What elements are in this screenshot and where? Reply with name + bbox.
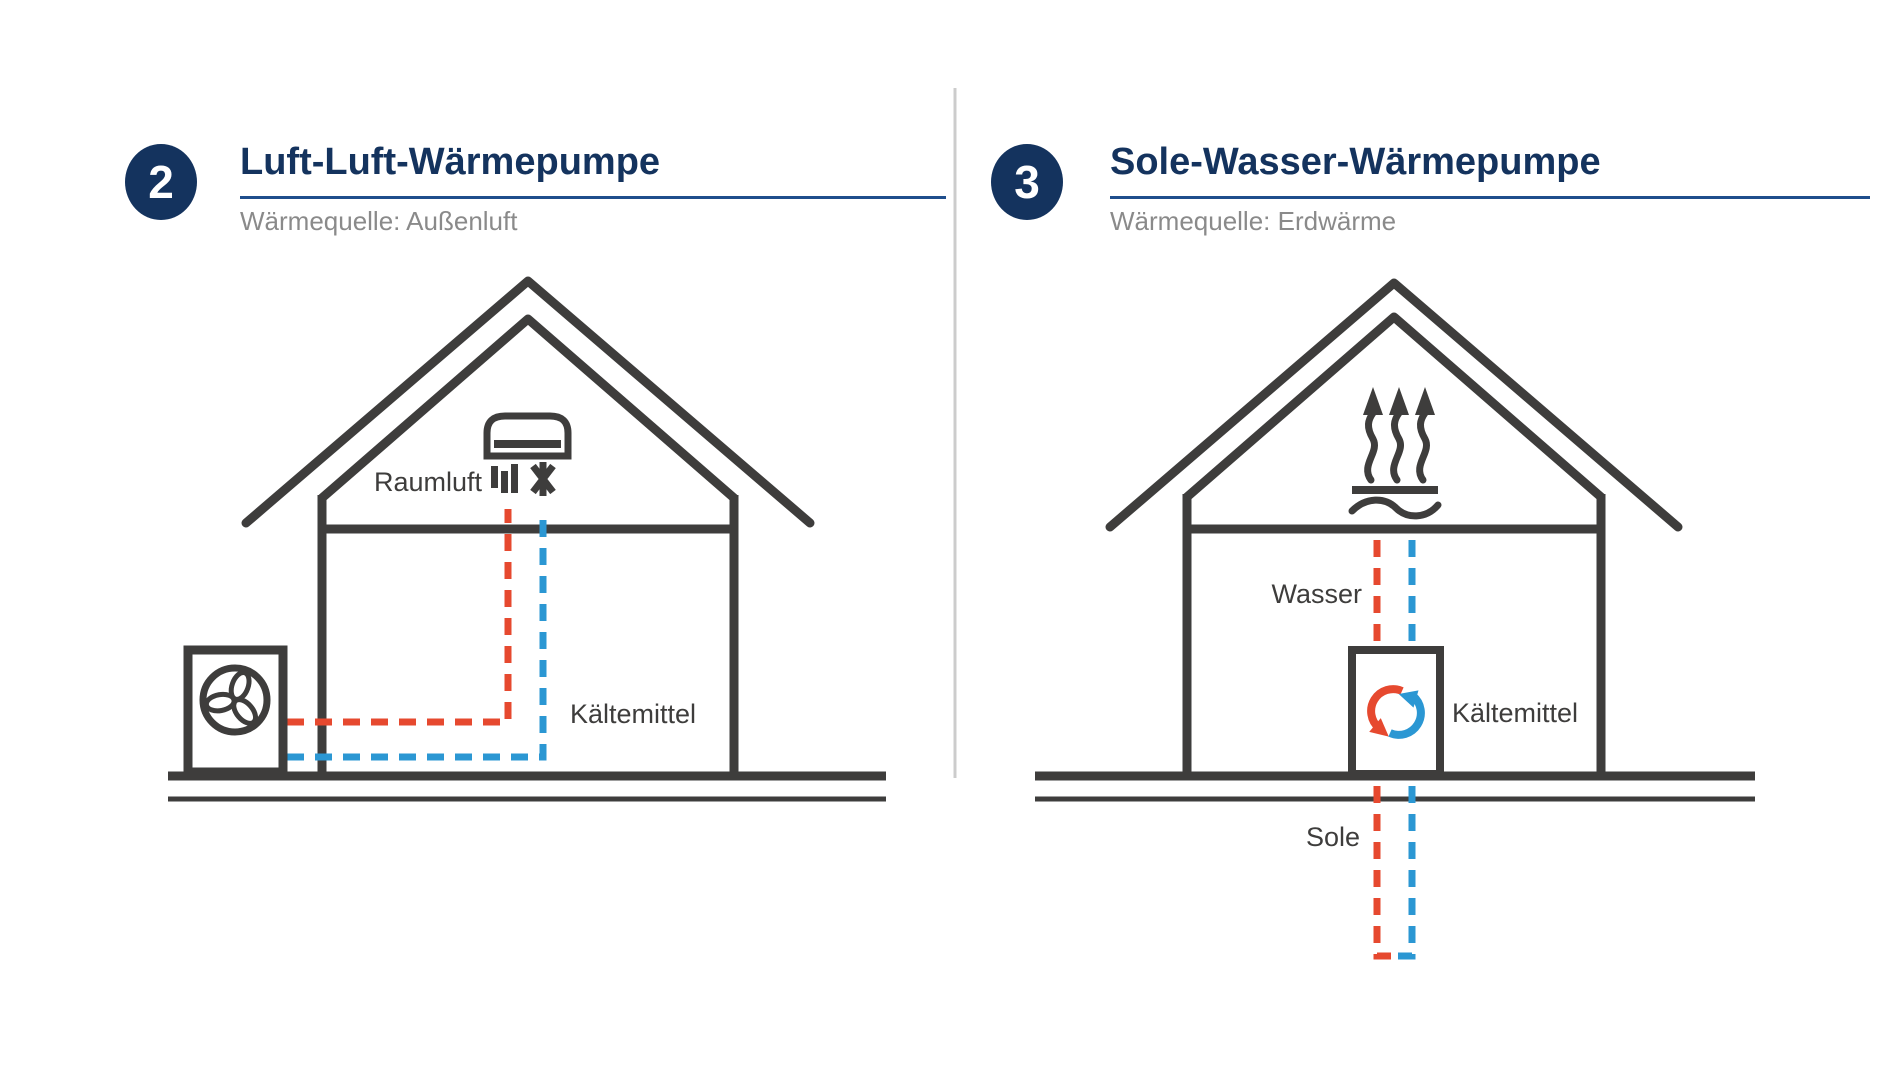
- right-label-water: Wasser: [1271, 579, 1362, 609]
- left-panel-header: Luft-Luft-Wärmepumpe Wärmequelle: Außenl…: [240, 141, 946, 237]
- left-panel-title: Luft-Luft-Wärmepumpe: [240, 141, 946, 199]
- step-badge-3-number: 3: [1014, 156, 1040, 208]
- airflow-bars-icon: [491, 464, 518, 493]
- step-badge-3: 3: [991, 144, 1063, 220]
- step-badge-2: 2: [125, 144, 197, 220]
- snowflake-icon: [530, 462, 556, 496]
- left-label-refrigerant: Kältemittel: [570, 699, 696, 729]
- right-label-brine: Sole: [1306, 822, 1360, 852]
- left-house-diagram: Raumluft Kältemittel: [168, 276, 886, 802]
- left-label-room-air: Raumluft: [374, 467, 483, 497]
- right-roof-outer: [1105, 278, 1683, 532]
- heat-rise-arrows-icon: [1363, 387, 1435, 484]
- step-badge-2-number: 2: [148, 156, 174, 208]
- right-panel-header: Sole-Wasser-Wärmepumpe Wärmequelle: Erdw…: [1110, 141, 1870, 237]
- right-brine-pipe-cold: [1398, 786, 1416, 960]
- left-refrigerant-pipe-cold: [287, 509, 547, 761]
- right-brine-pipe-warm: [1373, 786, 1391, 960]
- right-house-diagram: Wasser Kältemittel Sole: [1035, 278, 1755, 960]
- right-panel-subtitle: Wärmequelle: Erdwärme: [1110, 206, 1397, 236]
- right-roof-inner: [1182, 312, 1606, 502]
- left-panel-subtitle: Wärmequelle: Außenluft: [240, 206, 518, 236]
- right-label-refrigerant: Kältemittel: [1452, 698, 1578, 728]
- heat-pump-box: [1348, 646, 1444, 778]
- indoor-unit-icon: [483, 412, 572, 460]
- left-roof-inner: [317, 314, 739, 503]
- left-roof-outer: [241, 276, 815, 528]
- underfloor-heating-icon: [1348, 486, 1442, 520]
- right-panel-title: Sole-Wasser-Wärmepumpe: [1110, 141, 1870, 199]
- outdoor-fan-unit-icon: [183, 645, 288, 777]
- refrigerant-cycle-icon: [1367, 685, 1425, 739]
